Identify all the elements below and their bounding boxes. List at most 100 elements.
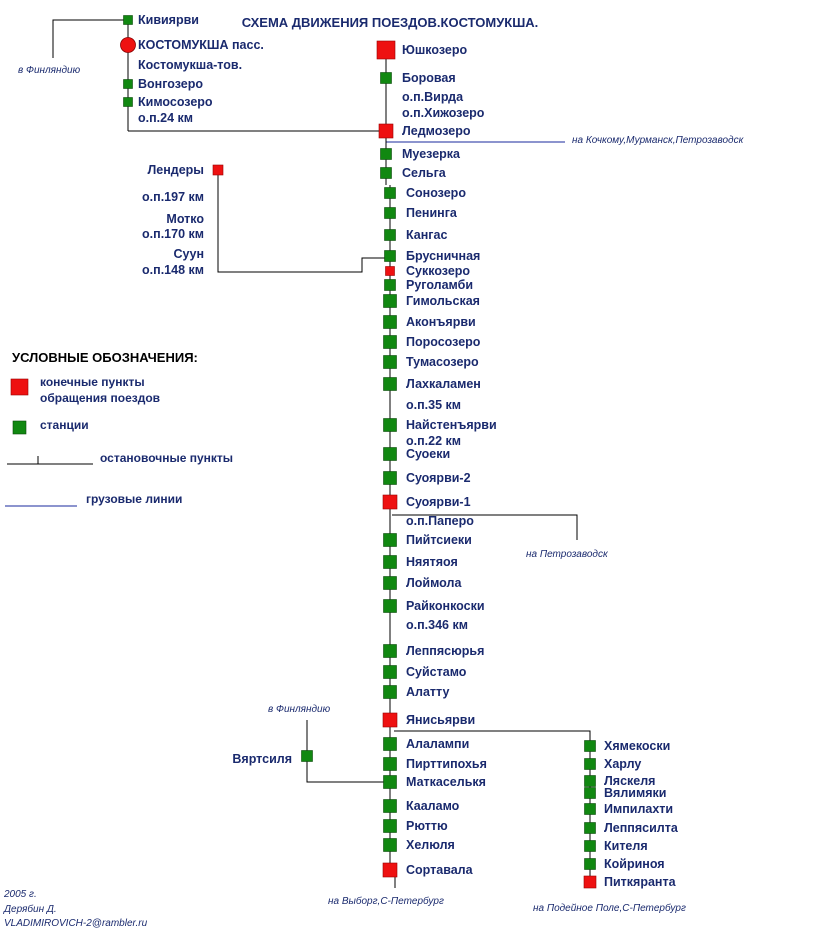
station-вонгозеро-marker [123, 79, 133, 89]
station-тумасозеро-label: Тумасозеро [406, 355, 479, 369]
station-мотко-label: Мотко [166, 212, 204, 226]
station-костомукша-тов-label: Костомукша-тов. [138, 58, 242, 72]
station-о-п-170-км-label: о.п.170 км [142, 227, 204, 241]
station-поросозеро-marker [383, 335, 397, 349]
station-о-п-24-км-label: о.п.24 км [138, 111, 193, 125]
station-харлу-label: Харлу [604, 757, 641, 771]
station-сортавала-marker [382, 862, 398, 878]
station-маткаселькя-label: Маткаселькя [406, 775, 486, 789]
station-гимольская-label: Гимольская [406, 294, 480, 308]
station-пирттипохья-marker [383, 757, 397, 771]
station-рюттю-label: Рюттю [406, 819, 448, 833]
station-пирттипохья-label: Пирттипохья [406, 757, 487, 771]
station-муезерка-label: Муезерка [402, 147, 461, 161]
station-алатту-marker [383, 685, 397, 699]
legend-heading: УСЛОВНЫЕ ОБОЗНАЧЕНИЯ: [12, 350, 198, 365]
station-пийтсиеки-label: Пийтсиеки [406, 533, 472, 547]
station-лоймола-marker [383, 576, 397, 590]
credit-author: Дерябин Д. [3, 903, 57, 915]
station-лахкаламен-marker [383, 377, 397, 391]
station-няятяоя-marker [383, 555, 397, 569]
direction-note-petrozavodsk: на Петрозаводск [526, 549, 609, 560]
station-гимольская-marker [383, 294, 397, 308]
station-костомукша-пасс-label: КОСТОМУКША пасс. [138, 38, 264, 52]
station-кааламо-marker [383, 799, 397, 813]
station-vyartsilya-marker [301, 750, 313, 762]
station-руголамби-label: Руголамби [406, 278, 473, 292]
station-леппясилта-label: Леппясилта [604, 821, 679, 835]
station-питкяранта-label: Питкяранта [604, 875, 677, 889]
station-о-п-паперо-label: о.п.Паперо [406, 514, 474, 528]
credit-email: VLADIMIROVICH-2@rambler.ru [4, 918, 148, 929]
station-вялимяки-label: Вялимяки [604, 786, 666, 800]
station-брусничная-label: Брусничная [406, 249, 480, 263]
station-муезерка-marker [380, 148, 392, 160]
station-леппясюрья-label: Леппясюрья [406, 644, 484, 658]
station-ляскеля-label: Ляскеля [604, 774, 655, 788]
station-пийтсиеки-marker [383, 533, 397, 547]
station-хямекоски-label: Хямекоски [604, 739, 670, 753]
direction-note-finland-north: в Финляндию [18, 65, 81, 76]
station-хелюля-marker [383, 838, 397, 852]
station-брусничная-marker [384, 250, 396, 262]
legend-station-label: станции [40, 418, 89, 432]
station-пенинга-label: Пенинга [406, 206, 458, 220]
station-вонгозеро-label: Вонгозеро [138, 77, 203, 91]
station-кителя-label: Кителя [604, 839, 648, 853]
station-суйстамо-marker [383, 665, 397, 679]
legend-freight-label: грузовые линии [86, 492, 182, 506]
station-vyartsilya-label: Вяртсиля [232, 752, 292, 766]
station-импилахти-label: Импилахти [604, 802, 673, 816]
direction-note-lodeynoe: на Подейное Поле,С-Петербург [533, 902, 686, 914]
station-алалампи-marker [383, 737, 397, 751]
credit-year: 2005 г. [3, 889, 37, 900]
station-кааламо-label: Кааламо [406, 799, 460, 813]
station-сонозеро-marker [384, 187, 396, 199]
station-алатту-label: Алатту [406, 685, 449, 699]
station-суйстамо-label: Суйстамо [406, 665, 467, 679]
diagram-title: СХЕМА ДВИЖЕНИЯ ПОЕЗДОВ.КОСТОМУКША. [242, 15, 539, 30]
station-руголамби-marker [384, 279, 396, 291]
station-лоймола-label: Лоймола [406, 576, 462, 590]
station-лендеры-label: Лендеры [148, 163, 204, 177]
track-lendery-branch [217, 170, 386, 273]
station-суун-label: Суун [174, 247, 204, 261]
station-суоеки-marker [383, 447, 397, 461]
station-лендеры-marker [212, 164, 224, 176]
station-сонозеро-label: Сонозеро [406, 186, 466, 200]
station-боровая-marker [380, 72, 392, 84]
station-леппясюрья-marker [383, 644, 397, 658]
station-найстенъярви-label: Найстенъярви [406, 418, 497, 432]
station-сельга-marker [380, 167, 392, 179]
track-vyartsilya-branch [306, 720, 392, 783]
legend-terminal-label-1: конечные пункты [40, 375, 145, 389]
station-янисьярви-label: Янисьярви [406, 713, 475, 727]
station-янисьярви-marker [382, 712, 398, 728]
station-сортавала-label: Сортавала [406, 863, 474, 877]
station-аконъярви-label: Аконъярви [406, 315, 476, 329]
legend-station-swatch [12, 420, 27, 435]
track-petrozavodsk [392, 514, 578, 540]
station-леппясилта-marker [584, 822, 596, 834]
station-костомукша-пасс-marker [120, 37, 136, 53]
station-сельга-label: Сельга [402, 166, 447, 180]
direction-note-vyborg: на Выборг,С-Петербург [328, 895, 444, 907]
station-харлу-marker [584, 758, 596, 770]
station-кителя-marker [584, 840, 596, 852]
station-койриноя-label: Койриноя [604, 857, 665, 871]
station-суккозеро-label: Суккозеро [406, 264, 470, 278]
station-кивиярви-label: Кивиярви [138, 13, 199, 27]
direction-note-kochkoma: на Кочкому,Мурманск,Петрозаводск [572, 135, 745, 146]
station-лахкаламен-label: Лахкаламен [406, 377, 481, 391]
station-ледмозеро-marker [378, 123, 394, 139]
station-кангас-marker [384, 229, 396, 241]
station-аконъярви-marker [383, 315, 397, 329]
station-кимосозеро-marker [123, 97, 133, 107]
legend-terminal-swatch [10, 378, 29, 396]
station-няятяоя-label: Няятяоя [406, 555, 458, 569]
station-койриноя-marker [584, 858, 596, 870]
station-суоярви-2-label: Суоярви-2 [406, 471, 471, 485]
station-кимосозеро-label: Кимосозеро [138, 95, 213, 109]
station-импилахти-marker [584, 803, 596, 815]
